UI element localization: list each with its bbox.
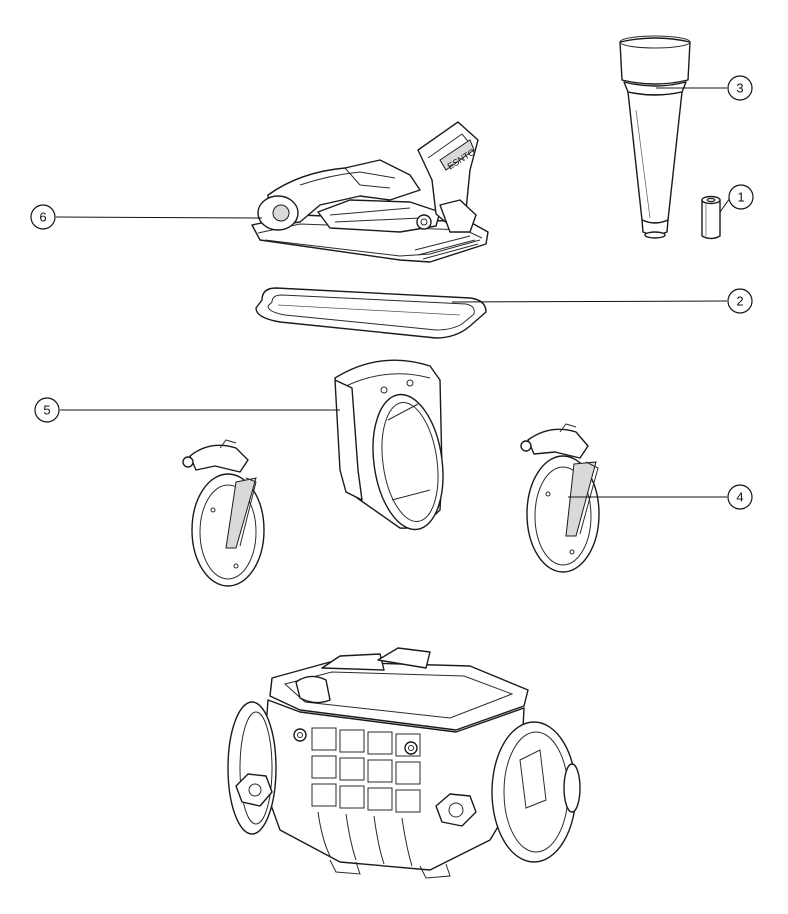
callout-5: 5 bbox=[34, 397, 60, 423]
callout-1: 1 bbox=[728, 184, 754, 210]
callout-label-1: 1 bbox=[737, 190, 744, 205]
callout-2: 2 bbox=[727, 288, 753, 314]
callout-6: 6 bbox=[30, 204, 56, 230]
part-2-gasket bbox=[255, 287, 487, 339]
throttle-housing bbox=[227, 647, 581, 879]
housing-right-hex-nut bbox=[435, 793, 477, 827]
part-1-sleeve bbox=[701, 195, 721, 240]
callout-label-5: 5 bbox=[43, 403, 50, 418]
callout-3: 3 bbox=[727, 75, 753, 101]
housing-left-hex-nut bbox=[235, 773, 273, 807]
part-4-flap-ring-right bbox=[520, 423, 600, 573]
part-6-cover-assembly: ESNTO bbox=[251, 121, 489, 263]
callout-label-2: 2 bbox=[736, 294, 743, 309]
callout-4: 4 bbox=[727, 484, 753, 510]
leader-line-1 bbox=[719, 197, 731, 213]
leader-line-2 bbox=[451, 300, 728, 303]
part-5-sleeve bbox=[334, 359, 444, 531]
callout-label-6: 6 bbox=[39, 210, 46, 225]
housing-grid bbox=[311, 727, 421, 813]
part-4-flap-ring-left bbox=[182, 439, 265, 587]
part-3-tool bbox=[619, 35, 691, 239]
leader-line-6 bbox=[55, 216, 263, 219]
callout-label-4: 4 bbox=[736, 490, 743, 505]
callout-label-3: 3 bbox=[736, 81, 743, 96]
